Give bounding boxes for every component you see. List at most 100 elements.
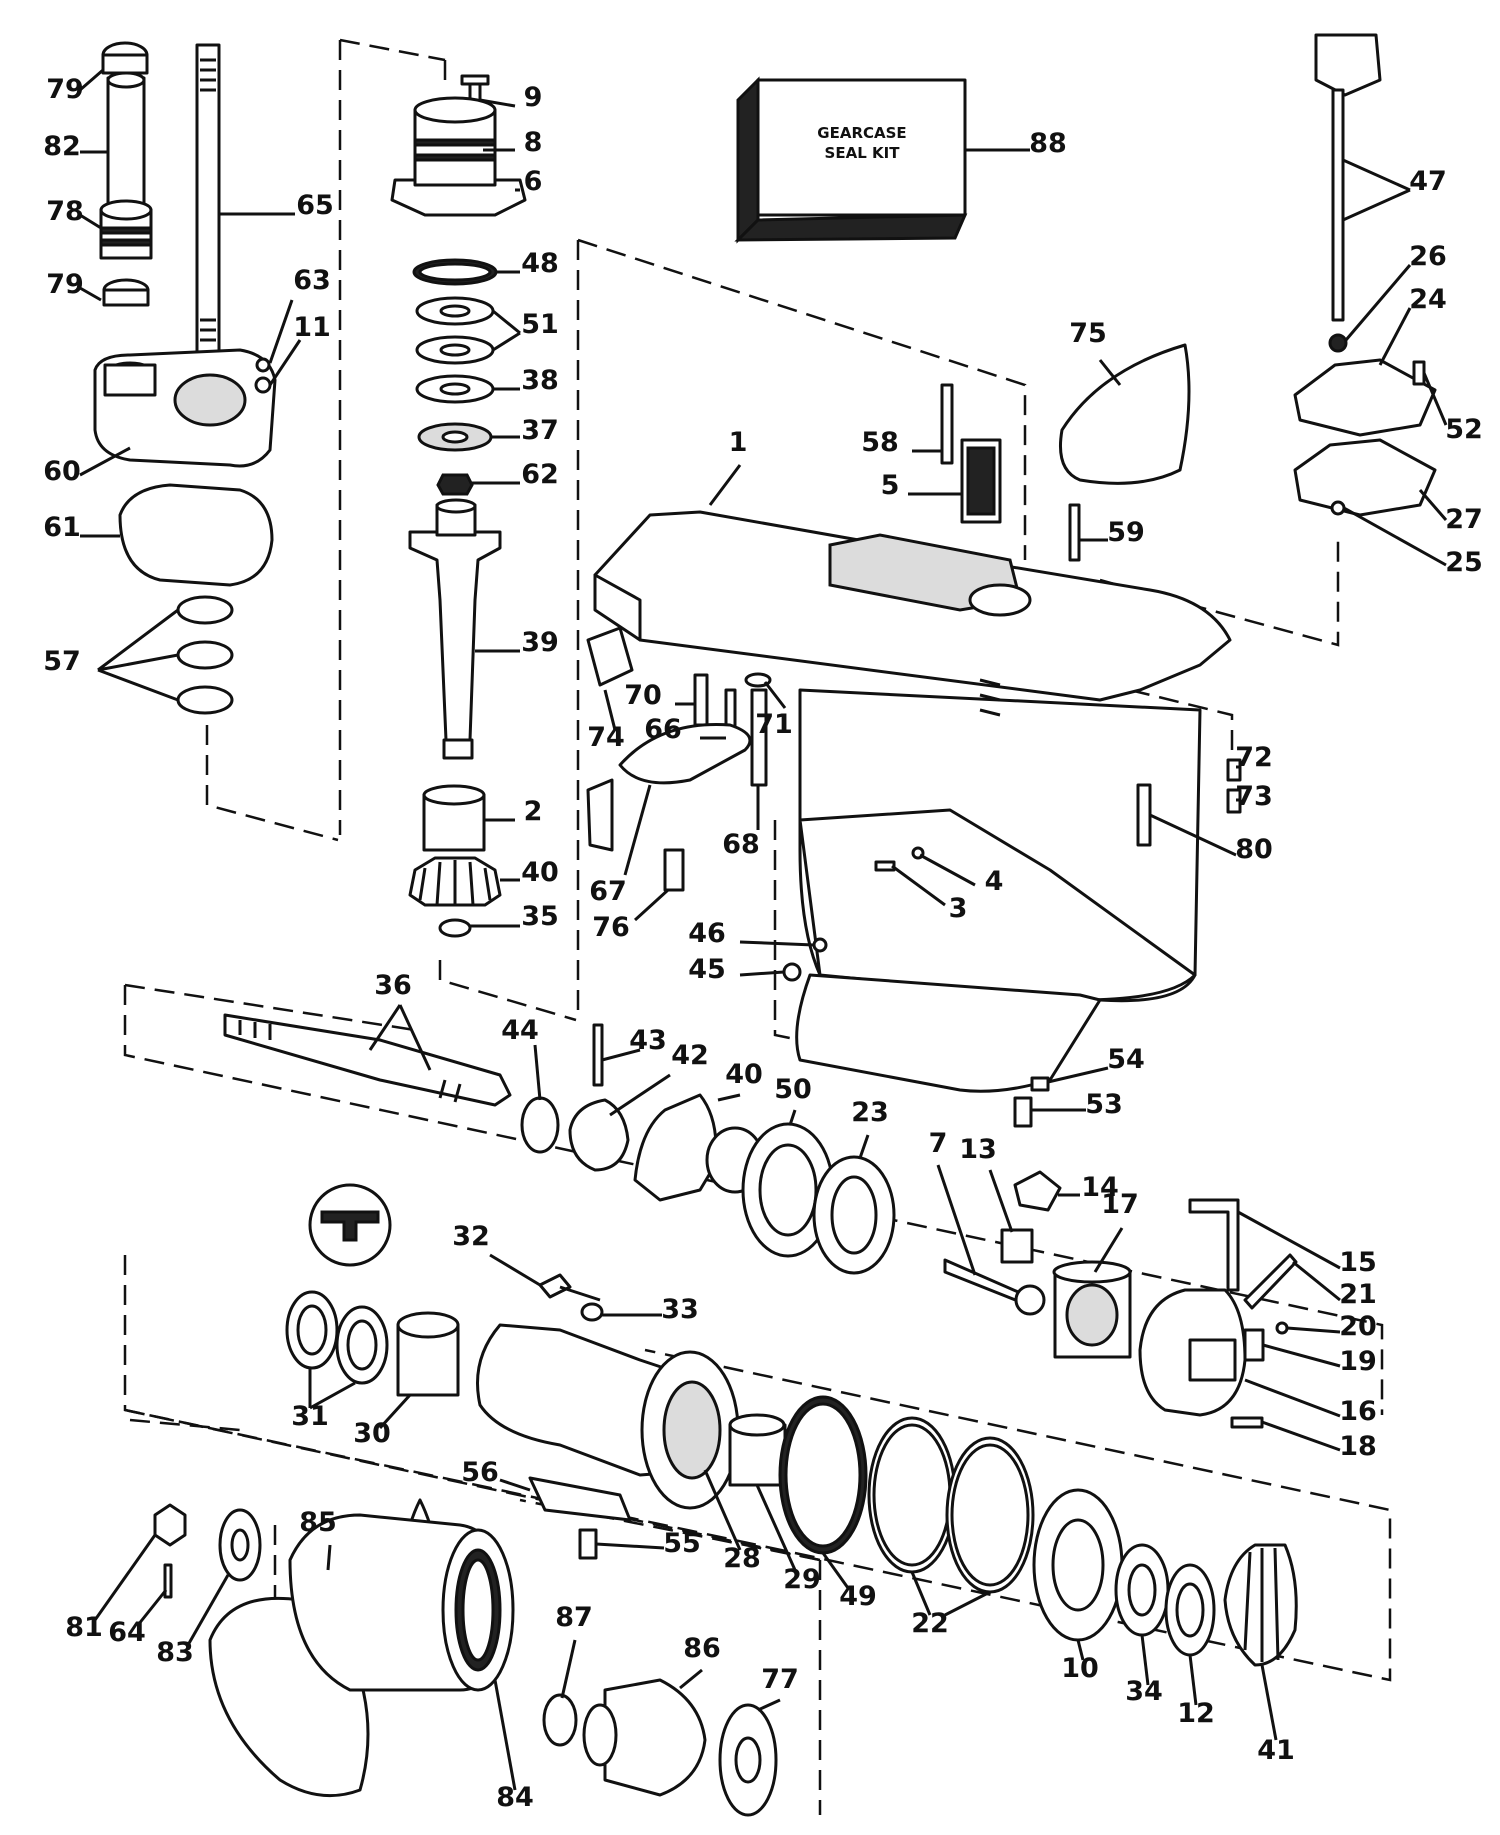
callout-c45: 45 [688,954,726,985]
callout-c20: 20 [1339,1311,1377,1342]
callout-c23: 23 [851,1097,889,1128]
washer-11 [254,376,272,394]
gearcase-housing-1 [593,510,1232,1093]
trim-tab-67 [618,723,752,785]
stud-59 [1068,503,1081,562]
callout-c30: 30 [353,1418,391,1449]
callout-c62: 62 [521,459,559,490]
clutch-dog-42 [568,1098,630,1172]
callout-c48: 48 [521,248,559,279]
screw-45 [782,962,802,982]
ball-20 [1275,1321,1289,1335]
screw-55 [578,1528,598,1560]
cover-24 [1293,358,1437,437]
callout-c42: 42 [671,1040,709,1071]
callout-c1: 1 [729,427,748,458]
callout-c88: 88 [1029,128,1067,159]
callout-c47: 47 [1409,166,1447,197]
seal-kit-box-front [756,78,967,217]
callout-c24: 24 [1409,284,1447,315]
callout-c4: 4 [985,866,1004,897]
callout-c74: 74 [587,722,625,753]
pin-18 [1230,1416,1264,1429]
callout-labels: 7982787965631160615798648513837623924035… [43,74,1483,1813]
callout-c78: 78 [46,196,84,227]
callout-c59: 59 [1107,517,1145,548]
callout-c9: 9 [524,82,543,113]
callout-c49: 49 [839,1581,877,1612]
callout-c70: 70 [624,680,662,711]
callout-c81: 81 [65,1612,103,1643]
callout-c25: 25 [1445,547,1483,578]
nut-35 [438,918,472,938]
gasket-27 [1293,438,1437,517]
pin-43 [592,1023,604,1087]
callout-c3: 3 [949,893,968,924]
callout-c22: 22 [911,1608,949,1639]
shift-components [943,1170,1298,1429]
bolt-32 [538,1273,572,1299]
water-pump-group [93,41,277,715]
callout-c43: 43 [629,1025,667,1056]
callout-c39: 39 [521,627,559,658]
callout-c40a: 40 [521,857,559,888]
anode-56 [528,1476,632,1522]
callout-c27: 27 [1445,504,1483,535]
screw-52 [1412,360,1426,386]
callout-c46: 46 [688,918,726,949]
callout-c13: 13 [959,1134,997,1165]
shift-lever-15 [1188,1198,1240,1292]
screw-72 [1226,758,1242,782]
screw-76 [663,848,685,892]
callout-c10: 10 [1061,1653,1099,1684]
callout-c82: 82 [43,131,81,162]
screw-53 [1013,1096,1033,1128]
callout-c21: 21 [1339,1279,1377,1310]
callout-c31: 31 [291,1401,329,1432]
callout-c15: 15 [1339,1247,1377,1278]
bolt-70 [693,673,709,727]
callout-c2: 2 [524,796,543,827]
callout-c57: 57 [43,646,81,677]
spring-19 [1243,1328,1265,1362]
bolt-80 [1136,783,1152,847]
detent-13 [1000,1228,1034,1264]
callout-c29: 29 [783,1564,821,1595]
callout-c5: 5 [881,470,900,501]
callout-c67: 67 [589,876,627,907]
washer-25 [1330,500,1346,516]
callout-c17: 17 [1101,1189,1139,1220]
callout-c28: 28 [723,1543,761,1574]
callout-c65: 65 [296,190,334,221]
callout-c11: 11 [293,312,331,343]
callout-c37: 37 [521,415,559,446]
seal-kit-box: GEARCASE SEAL KIT [734,76,968,244]
thrust-hub-86 [603,1678,707,1797]
tube-82 [106,76,146,225]
callout-c33: 33 [661,1294,699,1325]
callout-c64: 64 [108,1617,146,1648]
callout-c87: 87 [555,1602,593,1633]
nut-63 [255,357,271,373]
callout-c79a: 79 [46,74,84,105]
housing-deck [593,510,1232,702]
callout-c26: 26 [1409,241,1447,272]
callout-c83: 83 [156,1637,194,1668]
callout-c75: 75 [1069,318,1107,349]
callout-c80: 80 [1235,834,1273,865]
cotter-pin-64 [163,1563,173,1599]
leader-lines [79,68,1448,1791]
callout-c44: 44 [501,1015,539,1046]
cover-75 [1059,343,1191,485]
stud-58 [940,383,954,465]
plug-46 [812,937,828,953]
washer-33 [580,1302,604,1322]
propeller-shaft-36 [223,1013,512,1107]
pinion-shaft-39 [408,530,502,742]
callout-c86: 86 [683,1633,721,1664]
callout-c52: 52 [1445,414,1483,445]
callout-c50: 50 [774,1074,812,1105]
pin-21 [1243,1253,1298,1310]
nut-62 [436,473,474,496]
